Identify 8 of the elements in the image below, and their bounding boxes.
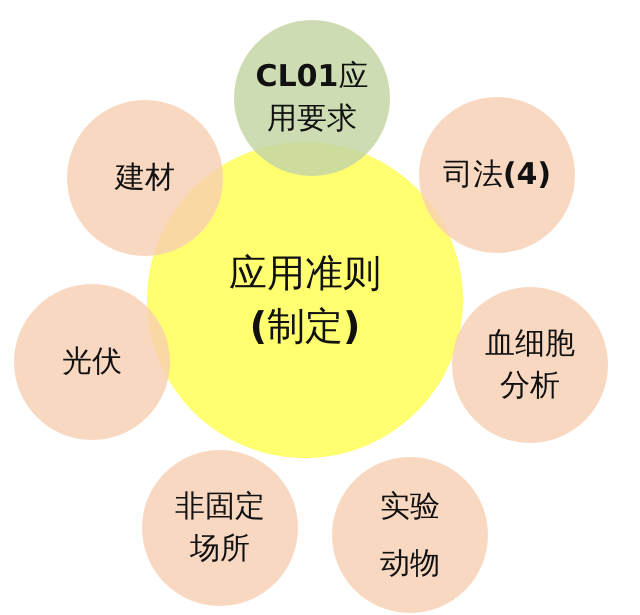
topic-label: 非固定场所	[174, 488, 266, 568]
topic-label: CL01应用要求	[254, 58, 370, 138]
topic-label: 实验动物	[379, 488, 441, 583]
topic-label: 建材	[114, 159, 176, 197]
topic-label: 血细胞分析	[484, 325, 576, 405]
topic-label: 司法(4)	[442, 156, 552, 194]
center-label: 应用准则(制定)	[228, 250, 382, 350]
topic-label: 光伏	[61, 343, 123, 381]
